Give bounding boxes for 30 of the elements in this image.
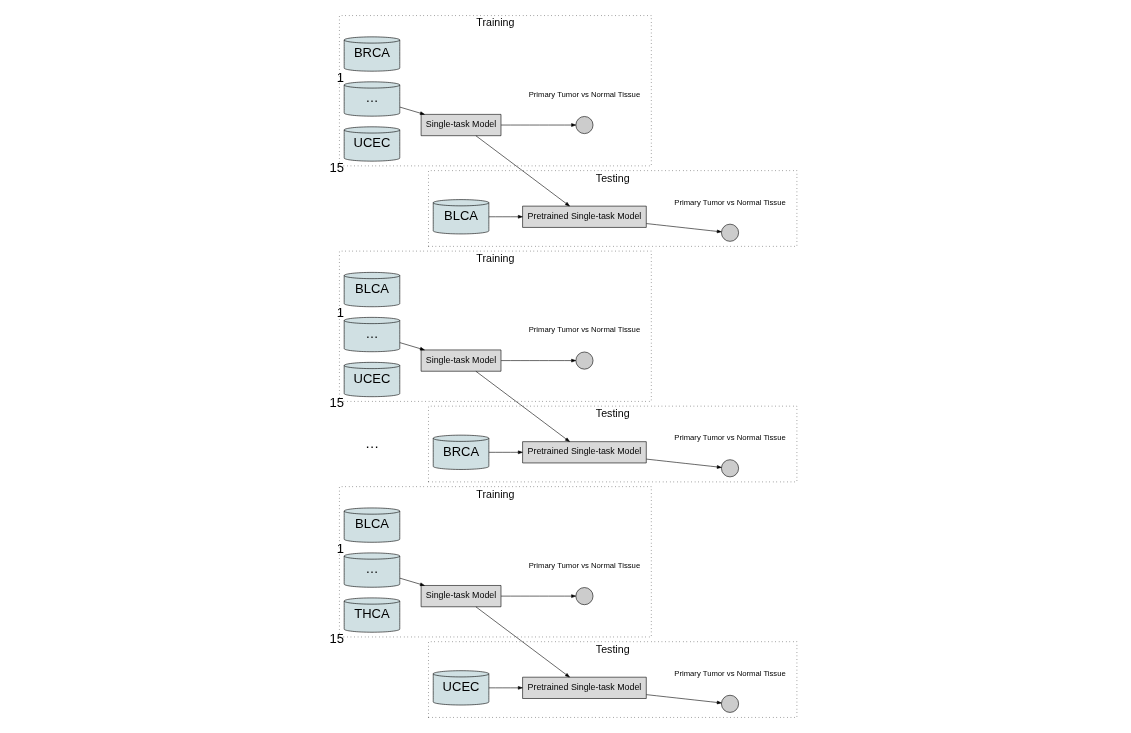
arrow: [646, 458, 722, 469]
node-box: Pretrained Single-task Model: [522, 676, 647, 699]
arrow: [475, 606, 570, 678]
node-circle: [721, 694, 739, 713]
node-circle: [721, 223, 739, 242]
node-box: Single-task Model: [420, 114, 502, 136]
node-label: 1: [336, 69, 344, 85]
node-label: 1: [336, 540, 344, 556]
arrow: [500, 123, 576, 127]
node-box: Pretrained Single-task Model: [522, 205, 647, 228]
arrow: [646, 694, 722, 705]
node-label: 1: [336, 305, 344, 321]
node-circle: [575, 351, 594, 370]
node-box: Single-task Model: [420, 585, 502, 608]
arrow: [399, 106, 425, 115]
arrow: [488, 686, 523, 690]
arrow: [399, 577, 425, 586]
label: …: [364, 435, 380, 452]
arrow: [399, 342, 425, 351]
node-box: Pretrained Single-task Model: [522, 441, 647, 464]
arrow: [488, 450, 523, 455]
arrow: [488, 215, 523, 219]
node-circle: [721, 459, 739, 478]
arrow: [500, 594, 576, 598]
arrow: [646, 223, 722, 234]
arrow: [475, 371, 570, 442]
arrow: [475, 135, 570, 207]
node-circle: [575, 116, 594, 134]
arrow: [500, 358, 576, 363]
node-circle: [575, 587, 594, 605]
